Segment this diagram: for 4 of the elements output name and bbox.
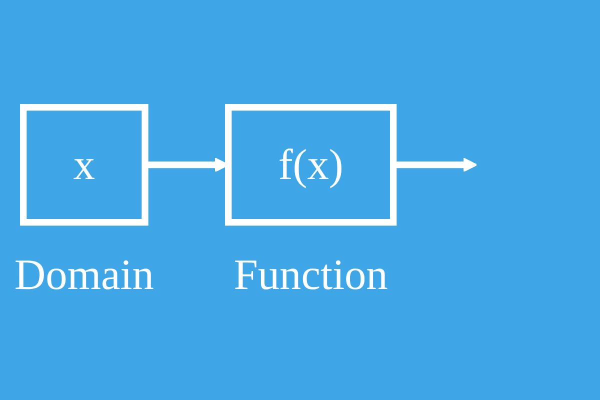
node-box: f(x)	[225, 104, 397, 226]
node-label: Domain	[14, 251, 154, 300]
node-label: Function	[234, 251, 388, 300]
node-box: x	[20, 104, 148, 226]
